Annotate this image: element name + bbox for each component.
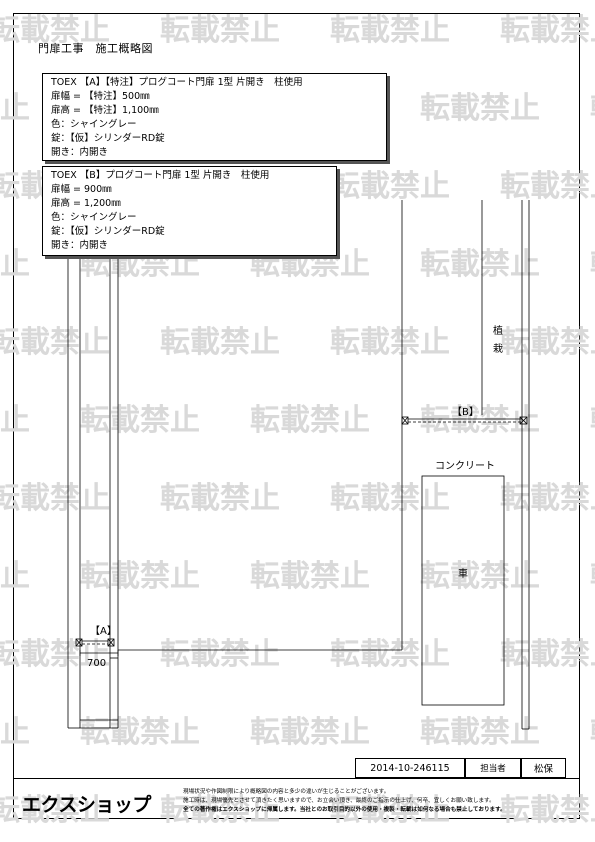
spec-b-line-1: TOEX 【B】プログコート門扉 1型 片開き 柱使用 <box>51 170 270 181</box>
dimension-a-value: 700 <box>87 658 107 669</box>
spec-a-line-5: 錠：【仮】シリンダーRD錠 <box>51 133 165 144</box>
footer-notes: 現場状況や作図制限により概略図の内容と多少の違いが生じることがございます。 施工… <box>183 788 506 815</box>
spec-a-line-2: 扉幅 = 【特注】500㎜ <box>51 91 150 102</box>
spec-box-b: TOEX 【B】プログコート門扉 1型 片開き 柱使用 扉幅 = 900㎜ 扉高… <box>42 166 337 256</box>
person-label: 担当者 <box>465 758 521 778</box>
concrete-label: コンクリート <box>435 461 495 472</box>
spec-b-line-3: 扉高 = 1,200㎜ <box>51 198 121 209</box>
gate-a-post-right <box>107 638 115 647</box>
gate-a-post-left <box>75 638 83 647</box>
spec-box-a: TOEX 【A】【特注】プログコート門扉 1型 片開き 柱使用 扉幅 = 【特注… <box>42 73 387 161</box>
spec-b-line-4: 色：シャイングレー <box>51 212 137 223</box>
company-logo: エクスショップ <box>22 794 151 816</box>
car-outline <box>421 475 505 706</box>
doc-number: 2014-10-246115 <box>355 758 465 778</box>
gate-a-label: 【A】 <box>90 626 117 637</box>
person-name: 松保 <box>521 758 566 778</box>
spec-b-line-5: 錠：【仮】シリンダーRD錠 <box>51 226 165 237</box>
spec-a-line-6: 開き：内開き <box>51 147 109 158</box>
spec-b-line-2: 扉幅 = 900㎜ <box>51 184 112 195</box>
planting-label-2: 栽 <box>493 344 503 355</box>
footer-note-3: 全ての著作権はエクスショップに帰属します。当社とのお取引目的以外の使用・複製・転… <box>183 807 506 813</box>
spec-a-line-3: 扉高 = 【特注】1,100㎜ <box>51 105 159 116</box>
spec-b-line-6: 開き：内開き <box>51 240 109 251</box>
car-label: 車 <box>458 569 468 580</box>
footer-note-2: 施工時は、現場優先とさせて頂きたく思いますので、お立会い頂き、最終のご指示の仕上… <box>183 798 495 804</box>
planting-label-1: 植 <box>493 326 503 337</box>
spec-a-line-4: 色：シャイングレー <box>51 119 137 130</box>
footer-note-1: 現場状況や作図制限により概略図の内容と多少の違いが生じることがございます。 <box>183 789 390 795</box>
gate-b-post-right <box>519 416 528 425</box>
footer-divider <box>14 778 580 779</box>
gate-b-post-left <box>401 416 409 425</box>
page-title: 門扉工事 施工概略図 <box>38 42 153 55</box>
gate-b-label: 【B】 <box>452 407 479 418</box>
spec-a-line-1: TOEX 【A】【特注】プログコート門扉 1型 片開き 柱使用 <box>51 77 303 88</box>
drawing-frame <box>13 13 580 819</box>
